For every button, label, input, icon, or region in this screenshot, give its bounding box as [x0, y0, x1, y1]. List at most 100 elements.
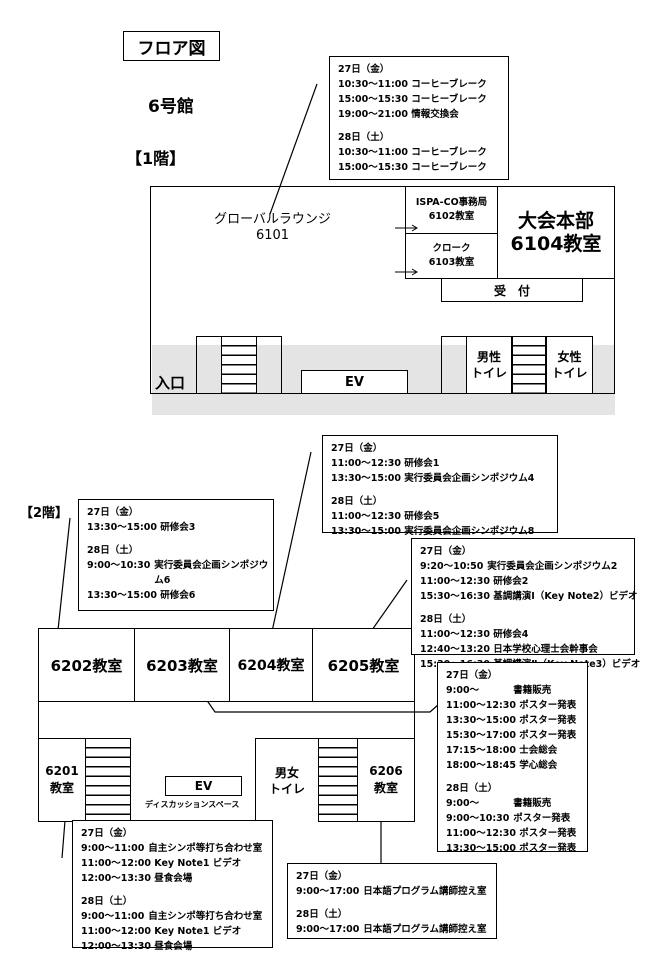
- schedule-gap: [420, 604, 626, 612]
- room-6202: 6202教室: [38, 628, 135, 702]
- schedule-event: ポスター発表: [515, 715, 577, 726]
- schedule-entry: 12:00～13:30 昼食会場: [81, 871, 264, 886]
- schedule-time: 9:00～: [446, 685, 480, 696]
- schedule-day: 28日（土）: [296, 909, 348, 920]
- schedule-event: ポスター発表: [515, 700, 577, 711]
- schedule-gap: [87, 535, 265, 543]
- schedule-event: 日本語プログラム講師控え室: [360, 886, 487, 897]
- schedule-time: 11:00～12:30: [331, 511, 401, 522]
- schedule-time: 11:00～12:30: [331, 458, 401, 469]
- room-6205: 6205教室: [312, 628, 415, 702]
- schedule-time: 15:00～15:30: [338, 162, 408, 173]
- mens-toilet: 男性 トイレ: [466, 336, 512, 394]
- schedule-day: 27日（金）: [296, 871, 348, 882]
- schedule-event: コーヒーブレーク: [407, 79, 487, 90]
- toilet-2f: 男女 トイレ: [255, 738, 319, 822]
- schedule-entry: 13:30～15:00 研修会6: [87, 588, 265, 603]
- schedule-day: 27日（金）: [87, 507, 139, 518]
- schedule-entry: 12:40～13:20 日本学校心理士会幹事会: [420, 642, 626, 657]
- schedule-time: 11:00～12:30: [446, 700, 516, 711]
- schedule-entry: 13:30～15:00 研修会3: [87, 520, 265, 535]
- schedule-time: 9:00～: [446, 798, 480, 809]
- womens-toilet: 女性 トイレ: [546, 336, 593, 394]
- schedule-entry: 9:00～17:00 日本語プログラム講師控え室: [296, 922, 488, 937]
- schedule-gap: [446, 773, 579, 781]
- schedule-event: 学心総会: [515, 760, 558, 771]
- schedule-event: 自主シンポ等打ち合わせ室: [145, 911, 263, 922]
- schedule-time: 19:00～21:00: [338, 109, 408, 120]
- reception-desk: 受 付: [441, 278, 583, 302]
- schedule-time: 12:40～13:20: [420, 644, 490, 655]
- schedule-event: 研修会4: [489, 629, 529, 640]
- schedule-event: 基調講演Ⅰ（Key Note2）ビデオ: [489, 591, 638, 602]
- schedule-entry: 9:00～10:30 ポスター発表: [446, 811, 579, 826]
- schedule-event: Key Note1 ビデオ: [150, 926, 242, 937]
- schedule-event: 研修会1: [400, 458, 440, 469]
- schedule-day: 27日（金）: [446, 670, 498, 681]
- schedule-6206: 27日（金） 9:00～17:00 日本語プログラム講師控え室 28日（土） 9:00…: [287, 863, 497, 939]
- schedule-gap: [338, 122, 500, 130]
- schedule-entry: 17:15～18:00 士会総会: [446, 743, 579, 758]
- schedule-event: ポスター発表: [510, 813, 571, 824]
- schedule-event: 研修会6: [156, 590, 196, 601]
- schedule-entry: 10:30～11:00 コーヒーブレーク: [338, 77, 500, 92]
- schedule-entry: 11:00～12:30 ポスター発表: [446, 698, 579, 713]
- schedule-time: 11:00～12:30: [420, 576, 490, 587]
- schedule-event: 書籍販売: [510, 798, 552, 809]
- schedule-event: ポスター発表: [515, 828, 577, 839]
- schedule-time: 9:00～11:00: [81, 843, 145, 854]
- schedule-event: 昼食会場: [150, 941, 193, 952]
- schedule-entry: 11:00～12:00 Key Note1 ビデオ: [81, 856, 264, 871]
- schedule-time: 11:00～12:00: [81, 858, 151, 869]
- schedule-event: コーヒーブレーク: [407, 147, 487, 158]
- schedule-entry: 15:30～17:00 ポスター発表: [446, 728, 579, 743]
- schedule-time: 11:00～12:30: [446, 828, 516, 839]
- schedule-event: 実行委員会企画シンポジウム8: [400, 526, 535, 537]
- schedule-event: ム6: [151, 575, 171, 586]
- schedule-event: 日本学校心理士会幹事会: [489, 644, 598, 655]
- schedule-entry: 11:00～12:30 研修会4: [420, 627, 626, 642]
- schedule-day: 27日（金）: [420, 546, 472, 557]
- schedule-time: 13:30～15:00: [87, 590, 157, 601]
- schedule-event: 実行委員会企画シンポジウ: [151, 560, 269, 571]
- stairs-left: [221, 336, 257, 394]
- schedule-time: 15:30～16:30: [420, 591, 490, 602]
- schedule-time: 10:30～11:00: [338, 79, 408, 90]
- room-6201: 6201 教室: [38, 738, 86, 822]
- schedule-event: コーヒーブレーク: [407, 162, 487, 173]
- schedule-gap: [81, 886, 264, 894]
- schedule-entry: 13:30～15:00 ポスター発表: [446, 841, 579, 856]
- schedule-time: 10:30～11:00: [338, 147, 408, 158]
- lounge-label: グローバルラウンジ 6101: [214, 212, 331, 243]
- room-6102: ISPA-CO事務局 6102教室: [405, 186, 498, 234]
- schedule-gap: [296, 899, 488, 907]
- schedule-entry: 15:30～16:30 基調講演Ⅰ（Key Note2）ビデオ: [420, 589, 638, 604]
- schedule-time: 15:00～15:30: [338, 94, 408, 105]
- schedule-entry: 9:20～10:50 実行委員会企画シンポジウム2: [420, 559, 626, 574]
- schedule-day: 28日（土）: [87, 545, 139, 556]
- schedule-day: 27日（金）: [338, 64, 390, 75]
- schedule-time: 18:00～18:45: [446, 760, 516, 771]
- schedule-event: 士会総会: [515, 745, 558, 756]
- schedule-event: 研修会3: [156, 522, 196, 533]
- schedule-entry: 9:00～11:00 自主シンポ等打ち合わせ室: [81, 909, 264, 924]
- schedule-time: 9:20～10:50: [420, 561, 484, 572]
- schedule-time: 11:00～12:00: [81, 926, 151, 937]
- schedule-entry: 11:00～12:30 ポスター発表: [446, 826, 579, 841]
- schedule-event: 研修会2: [489, 576, 529, 587]
- schedule-day: 27日（金）: [331, 443, 383, 454]
- schedule-entry: 9:00～ 書籍販売: [446, 683, 579, 698]
- schedule-time: 9:00～17:00: [296, 924, 360, 935]
- room-6103: クローク 6103教室: [405, 233, 498, 279]
- schedule-event: ポスター発表: [515, 730, 577, 741]
- schedule-entry: 13:30～15:00 実行委員会企画シンポジウム4: [331, 471, 549, 486]
- ev-floor2: EV: [165, 776, 242, 796]
- schedule-entry: 15:00～15:30 コーヒーブレーク: [338, 92, 500, 107]
- schedule-day: 28日（土）: [420, 614, 472, 625]
- schedule-entry: 13:30～15:00 ポスター発表: [446, 713, 579, 728]
- schedule-time: 9:00～17:00: [296, 886, 360, 897]
- schedule-event: 情報交換会: [407, 109, 459, 120]
